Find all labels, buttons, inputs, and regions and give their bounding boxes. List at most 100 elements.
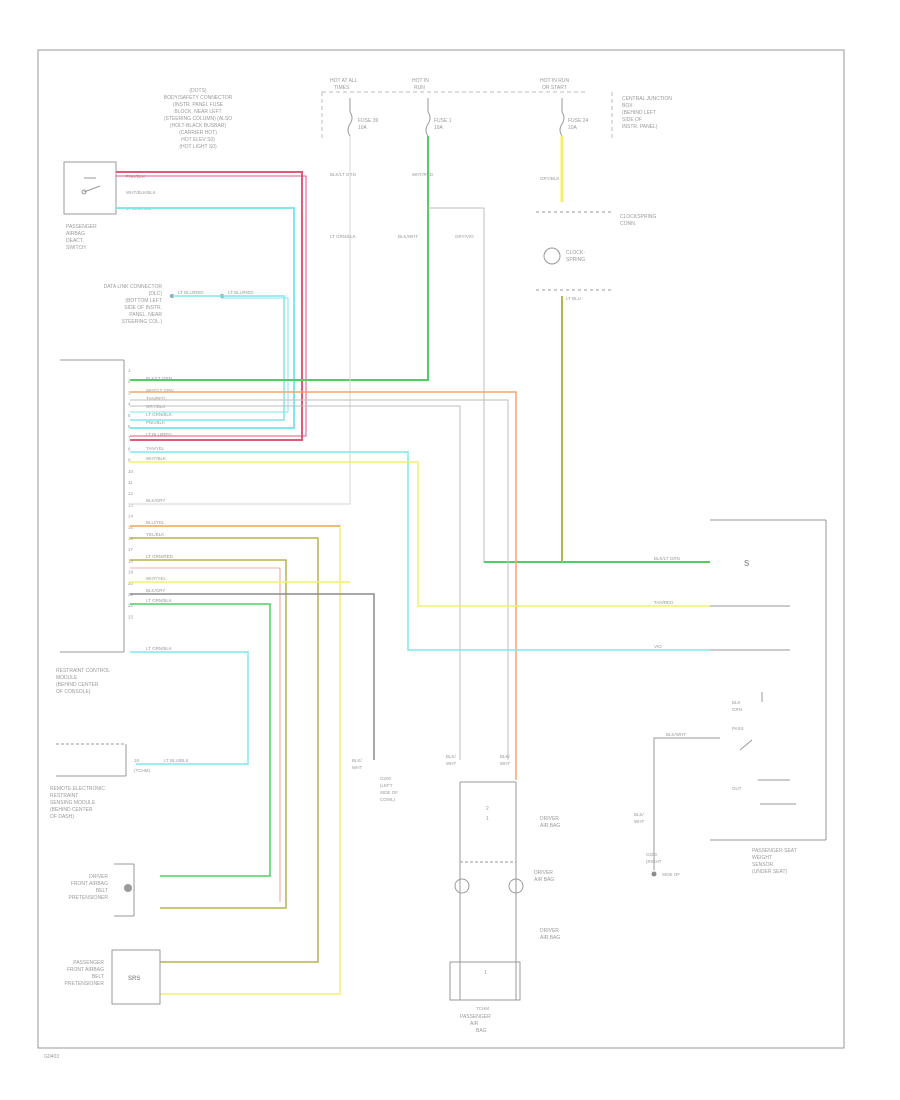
wire-yellow-right — [130, 461, 710, 607]
svg-text:(RIGHT: (RIGHT — [646, 859, 662, 864]
svg-text:(BOTTOM LEFT: (BOTTOM LEFT — [125, 298, 162, 304]
driver-pretensioner: DRIVER FRONT AIRBAG BELT PRETENSIONER — [69, 863, 135, 917]
rcm-pin-22: 22 — [128, 603, 134, 608]
wire-black-seat — [653, 737, 720, 870]
svg-text:SIDE OF INSTR.: SIDE OF INSTR. — [124, 305, 162, 311]
airbag-label-top-1: DRIVER — [540, 816, 559, 822]
svg-text:PASSENGER SEAT: PASSENGER SEAT — [752, 848, 797, 854]
airbag-label-top-2: AIR BAG — [540, 823, 560, 829]
rcm-wire-tag: BLK/LT GRN — [146, 376, 172, 381]
svg-text:(HOT LIGHT S0): (HOT LIGHT S0) — [179, 144, 217, 150]
rcm-pin-10: 10 — [128, 469, 134, 474]
fuse-mid-label-1: HOT IN — [412, 78, 429, 84]
rcm-wire-tag: WHT/BLK — [146, 456, 166, 461]
rcm-pin-15: 15 — [128, 525, 134, 530]
ground-right-wire-1: BLK/ — [634, 812, 645, 817]
wire-tag-left-3: LT GRN/BLK — [330, 234, 356, 239]
rcm-pin-8: 8 — [128, 446, 131, 451]
svg-text:FRONT AIRBAG: FRONT AIRBAG — [67, 967, 104, 973]
fuse-1-id-2: 10A — [434, 125, 444, 131]
wire-cyan-switch — [116, 207, 295, 429]
rcm-wire-tag: BLU/YEL — [146, 520, 165, 525]
diagram-frame — [37, 49, 845, 1049]
svg-text:PASSENGER: PASSENGER — [460, 1014, 491, 1020]
fuse-1: FUSE 1 10A — [425, 98, 452, 137]
svg-text:OUT: OUT — [732, 786, 742, 791]
rcm-pin-1: 1 — [128, 368, 131, 373]
svg-text:(DOTS): (DOTS) — [189, 88, 207, 94]
rcm-pin-18: 18 — [128, 558, 134, 563]
blk-wht-2a: BLK/ — [500, 754, 511, 759]
diode-label: TCHM — [476, 1006, 489, 1011]
svg-text:BLK: BLK — [732, 700, 741, 705]
rem-wire: LT BLU/BLK — [164, 758, 189, 763]
wire-olive-mid — [130, 537, 319, 963]
svg-text:PANEL, NEAR: PANEL, NEAR — [129, 312, 162, 318]
rcm-wire-tag: YEL/BLK — [146, 532, 164, 537]
svg-text:(BEHIND LEFT: (BEHIND LEFT — [622, 110, 656, 116]
wire-tag-right-2: TAN/RED — [654, 600, 674, 605]
fuse-24-id-1: FUSE 24 — [568, 118, 589, 124]
svg-text:HOT ELEV S0): HOT ELEV S0) — [181, 137, 215, 143]
wire-gray-fuse39 — [130, 136, 351, 505]
svg-text:SIDE OF: SIDE OF — [662, 872, 680, 877]
svg-text:GRN: GRN — [732, 707, 742, 712]
svg-text:WEIGHT: WEIGHT — [752, 855, 772, 861]
data-link-connector-label: DATA LINK CONNECTOR (DLC) (BOTTOM LEFT S… — [104, 284, 163, 325]
svg-text:PASSENGER: PASSENGER — [73, 960, 104, 966]
fuse-24: FUSE 24 10A — [559, 98, 589, 137]
passenger-switch-wire-2: WHT/BLK/BLK — [126, 190, 156, 195]
remote-sensing-module: REMOTE ELECTRONIC RESTRAINT SENSING MODU… — [50, 743, 127, 820]
svg-text:(INSTR. PANEL FUSE: (INSTR. PANEL FUSE — [173, 102, 224, 108]
wire-cyan-dlc — [130, 295, 289, 421]
svg-text:DRIVER: DRIVER — [89, 874, 108, 880]
wire-tag-left-6: GRY/BLK — [540, 176, 559, 181]
wire-tag-right-3: VIO — [654, 644, 662, 649]
svg-text:(BEHIND CENTER: (BEHIND CENTER — [50, 807, 93, 813]
wire-red — [116, 171, 307, 441]
svg-text:CLOCK-: CLOCK- — [566, 250, 585, 256]
fuse-left-label-1: HOT AT ALL — [330, 78, 358, 84]
passenger-seat-sensor: S PASSENGER SEAT WEIGHT SENSOR (UNDER SE… — [710, 519, 827, 875]
blk-wht-2b: WHT — [500, 761, 510, 766]
rcm-pin-4: 4 — [128, 402, 131, 407]
dlc-wire-1: LT BLU/RED — [178, 290, 204, 295]
wire-orange-mid — [130, 525, 341, 995]
rcm-wire-tag: BLK/GRY — [146, 498, 165, 503]
wire-olive-driver — [130, 559, 287, 909]
wire-green-driver — [130, 603, 271, 877]
wire-gray-top — [130, 399, 509, 760]
wire-black-seat-label: BLK/WHT — [666, 732, 686, 737]
rcm-wire-tag: TAN/RED — [146, 396, 166, 401]
svg-text:SPRING: SPRING — [566, 257, 585, 263]
rcm-pin-5: 5 — [128, 413, 131, 418]
svg-text:BELT: BELT — [92, 974, 104, 980]
rcm-wire-tag: PNK/BLK — [146, 420, 165, 425]
top-note: (DOTS) BODY/SAFETY CONNECTOR (INSTR. PAN… — [164, 88, 233, 150]
central-junction-label: CENTRAL JUNCTION BOX (BEHIND LEFT SIDE O… — [622, 96, 672, 130]
svg-text:BELT: BELT — [96, 888, 108, 894]
svg-text:AIRBAG: AIRBAG — [66, 231, 85, 237]
svg-text:1: 1 — [484, 970, 487, 976]
airbag-label-mid-1: DRIVER — [534, 870, 553, 876]
rcm-pin-14: 14 — [128, 514, 134, 519]
svg-text:1: 1 — [486, 816, 489, 822]
fuse-left-label-2: TIMES — [334, 85, 350, 91]
rcm-wire-tag: BLK/GRY — [146, 588, 165, 593]
blk-wht-1a: BLK/ — [446, 754, 457, 759]
svg-text:SRS: SRS — [128, 976, 140, 982]
fuse-39-id-1: FUSE 39 — [358, 118, 379, 124]
svg-text:PRETENSIONER: PRETENSIONER — [69, 895, 109, 901]
rcm-wire-tag: LT GRN/BLK — [146, 646, 172, 651]
rcm-pin-2: 2 — [128, 379, 131, 384]
ground-left-label: G200 (LEFT SIDE OF COWL) — [380, 776, 398, 802]
rcm-wire-tag: WHT/YEL — [146, 576, 166, 581]
fuse-right-label-1: HOT IN RUN — [540, 78, 569, 84]
rcm-pin-23: 23 — [128, 614, 134, 619]
clockspring-conn-label-1: CLOCKSPRING — [620, 214, 657, 220]
svg-text:COWL): COWL) — [380, 797, 396, 802]
restraint-control-module: RESTRAINT CONTROL MODULE (BEHIND CENTER … — [56, 359, 125, 695]
